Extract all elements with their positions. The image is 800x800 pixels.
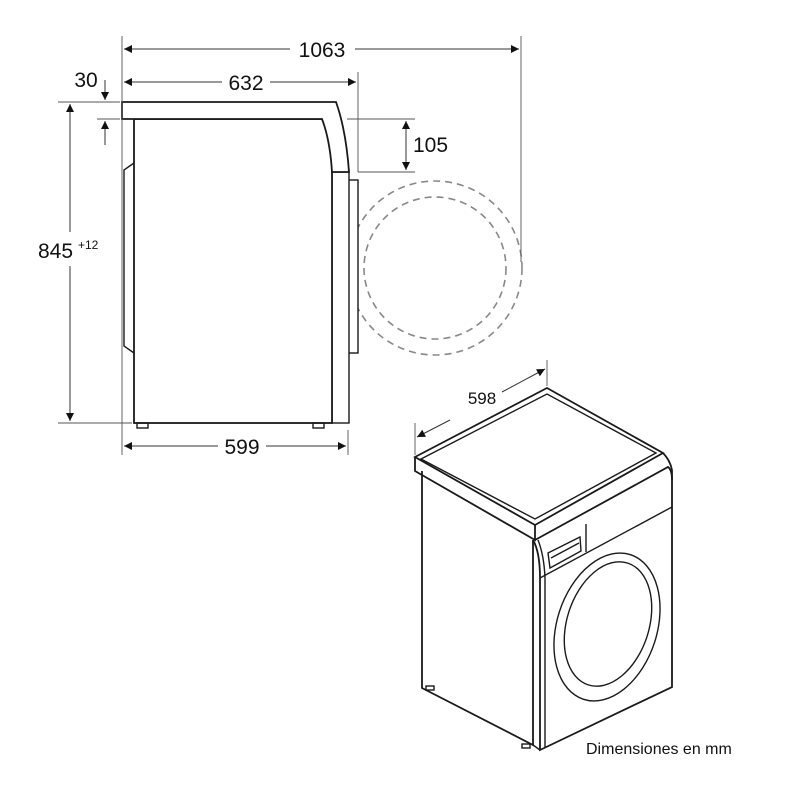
dimension-845: 845 +12 [38, 104, 99, 421]
extension-lines [58, 36, 522, 455]
side-top-plate [121, 101, 350, 173]
iso-foot-front [521, 743, 531, 749]
isometric-view [413, 386, 673, 752]
iso-top-edge [414, 457, 536, 542]
door-swing-inner-dashed [363, 196, 507, 340]
iso-side-face [421, 471, 534, 747]
dimension-label-30: 30 [74, 69, 97, 92]
side-foot-front [312, 422, 325, 429]
height-tolerance-label: +12 [78, 238, 99, 252]
dimension-598: 598 [414, 360, 548, 455]
dimension-label-845: 845 [38, 240, 73, 263]
side-back-bulge [123, 162, 135, 354]
iso-front-corner-edge [537, 539, 546, 748]
door-swing-outer-dashed [347, 180, 523, 356]
dimension-599: 599 [124, 436, 346, 459]
iso-panel-line [539, 506, 673, 579]
dimension-label-598: 598 [468, 389, 496, 408]
side-view [121, 101, 523, 429]
dimension-105: 105 [402, 121, 448, 170]
iso-bottom-corner [532, 744, 541, 751]
dimension-label-105: 105 [413, 134, 448, 157]
dimension-1063: 1063 [124, 39, 519, 62]
iso-drawer-handle [550, 542, 580, 559]
iso-top-right-curve [662, 452, 673, 471]
side-front-panel [331, 171, 350, 424]
dimension-30: 30 [74, 69, 109, 145]
iso-top-inner-edge [419, 393, 658, 520]
iso-front-corner-curve [532, 539, 541, 579]
side-foot-rear [136, 422, 149, 429]
iso-door-glass [563, 561, 653, 687]
dimension-label-599: 599 [224, 436, 259, 459]
units-note: Dimensiones en mm [586, 741, 732, 758]
dimension-632: 632 [124, 72, 356, 95]
iso-top-right-edge [534, 465, 673, 541]
iso-door-outer [553, 552, 661, 702]
dimension-label-632: 632 [228, 72, 263, 95]
iso-detergent-drawer [547, 535, 582, 570]
iso-foot-left [425, 685, 435, 691]
iso-front-face [539, 470, 673, 752]
iso-top-surface [413, 386, 665, 527]
side-body [133, 118, 333, 424]
dimension-label-1063: 1063 [299, 39, 346, 62]
